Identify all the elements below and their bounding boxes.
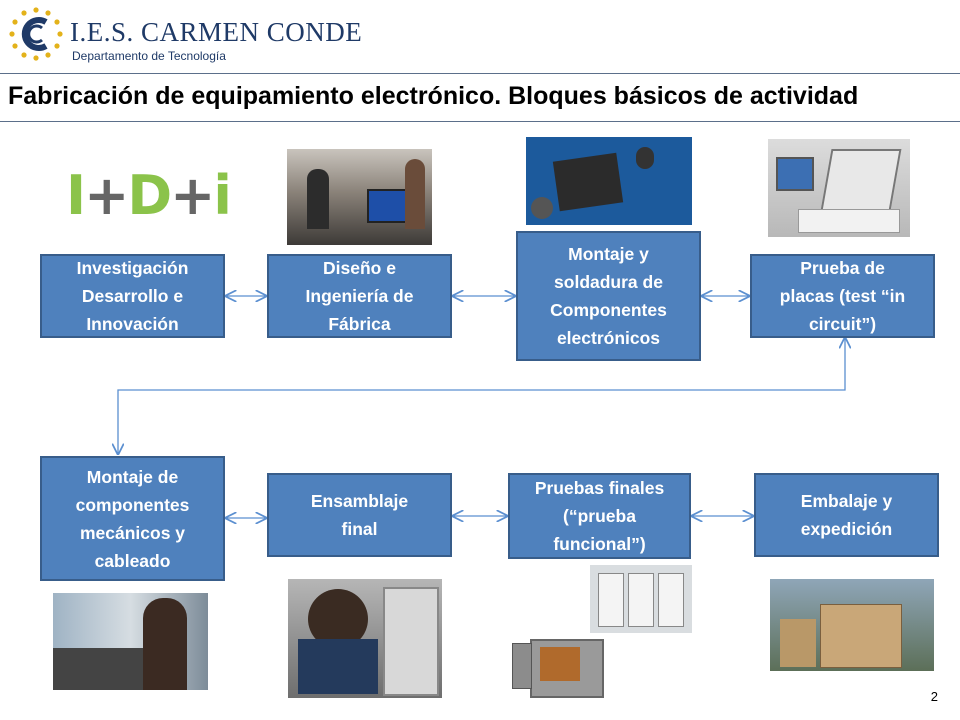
packaging-photo [770,579,934,671]
block-test: Prueba de placas (test “in circuit”) [750,254,935,338]
page-title: Fabricación de equipamiento electrónico.… [8,82,859,110]
idi-logo-plus: + [84,164,129,227]
test-rack-photo [590,565,692,633]
test-equipment-photo [768,139,910,237]
circuit-board-photo [526,137,692,225]
arrow-test-mechanical [118,338,845,454]
engineering-office-photo [287,149,432,245]
test-oven-photo [510,633,620,708]
title-bottom-rule [0,121,960,122]
block-final-tests: Pruebas finales (“prueba funcional”) [508,473,691,559]
block-packaging: Embalaje y expedición [754,473,939,557]
school-logo [8,6,64,62]
block-design: Diseño e Ingeniería de Fábrica [267,254,452,338]
title-top-rule [0,73,960,74]
idi-logo-plus: + [170,164,215,227]
idi-logo-small-i: i [213,164,231,227]
block-assembly: Ensamblaje final [267,473,452,557]
idi-logo: I+D+i [66,164,232,227]
mechanical-assembly-photo [53,593,208,690]
idi-logo-d: D [127,164,172,227]
block-mechanical: Montaje de componentes mecánicos y cable… [40,456,225,581]
idi-logo-i: I [66,164,86,227]
block-soldering: Montaje y soldadura de Componentes elect… [516,231,701,361]
school-name: I.E.S. CARMEN CONDE [70,17,363,47]
page-number: 2 [930,689,938,704]
department-name: Departamento de Tecnología [72,49,226,63]
school-logo-emblem [9,7,63,61]
block-idi: Investigación Desarrollo e Innovación [40,254,225,338]
final-assembly-photo [288,579,442,698]
